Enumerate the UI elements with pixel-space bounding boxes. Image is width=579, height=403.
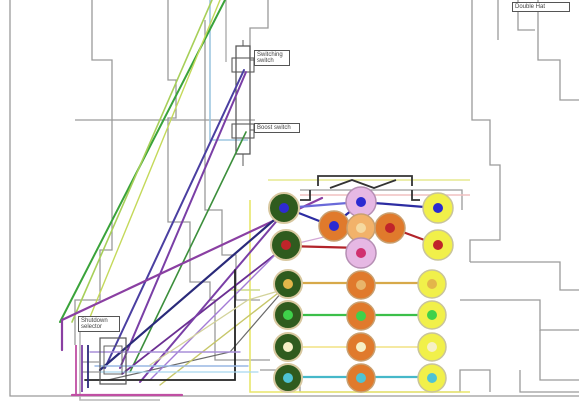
selector-box bbox=[82, 337, 127, 385]
pin-column-green bbox=[268, 192, 303, 393]
label-boost-switch: Boost switch bbox=[254, 123, 300, 133]
pin-column-yellow bbox=[417, 192, 454, 393]
label-top-right: Double Hat bbox=[512, 2, 570, 12]
connector-bracket bbox=[300, 175, 420, 201]
pin-cluster-center bbox=[318, 186, 406, 393]
wires bbox=[59, 0, 440, 397]
switch-assembly bbox=[231, 40, 256, 166]
label-switching-switch: Switching switch bbox=[254, 50, 290, 66]
label-shutdown-selector: Shutdown selector bbox=[78, 316, 120, 332]
left-wire-bundle bbox=[75, 345, 89, 396]
